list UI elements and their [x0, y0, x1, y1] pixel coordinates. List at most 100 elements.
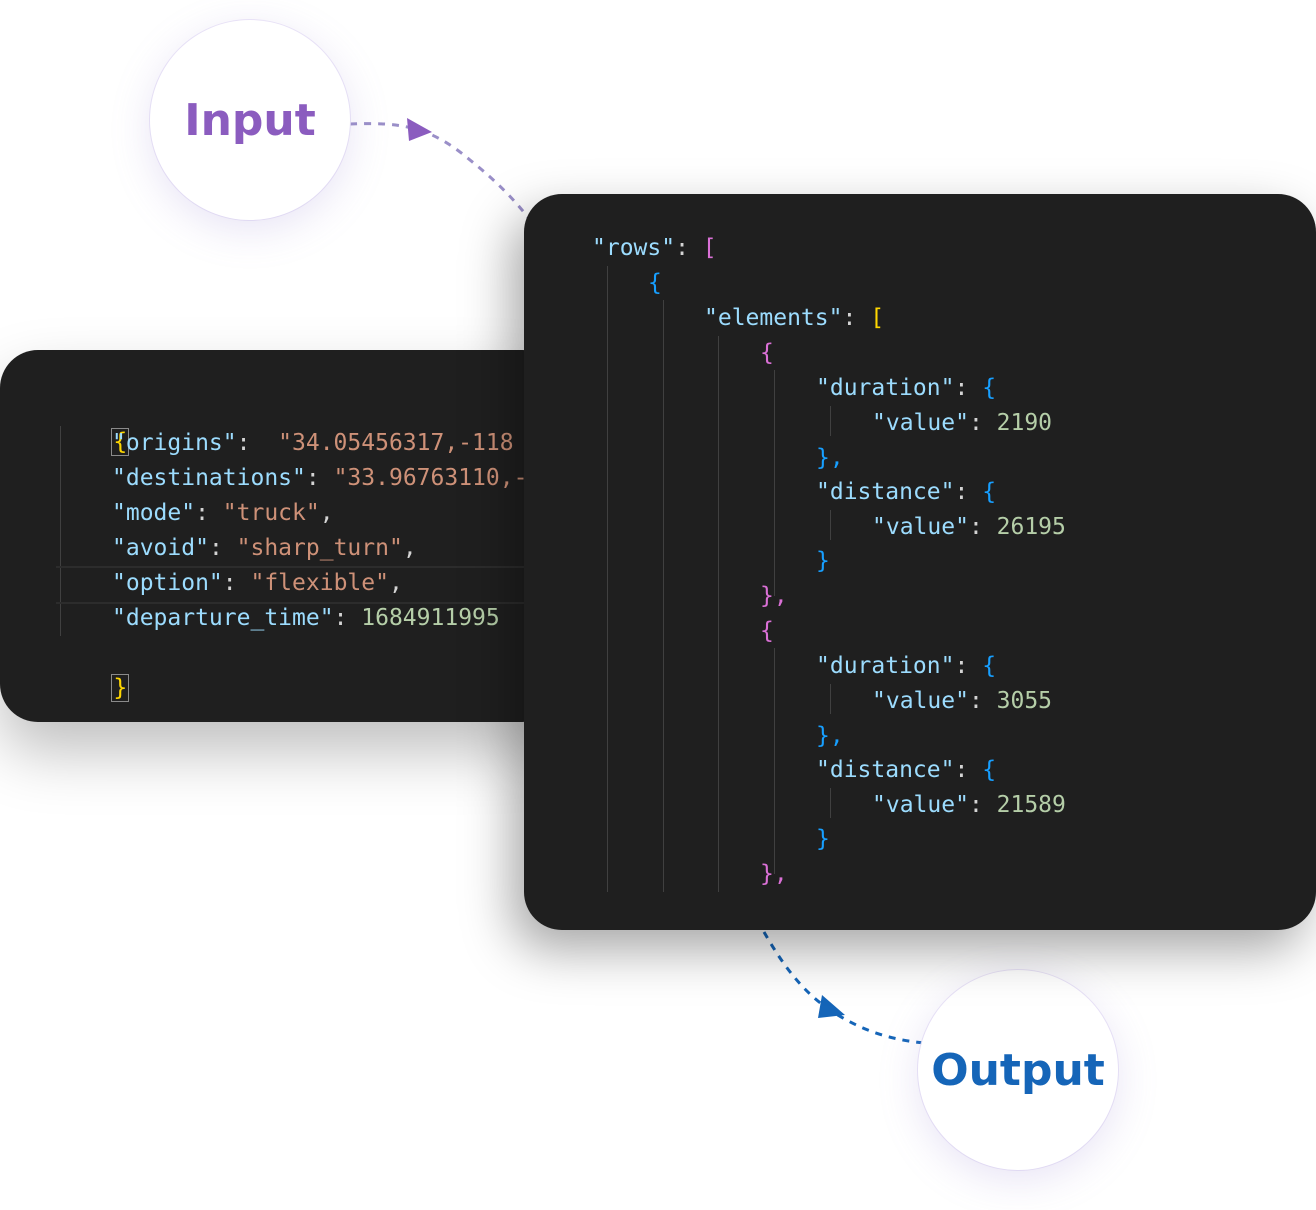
code-line: },: [760, 857, 788, 892]
output-json-panel: "rows": [ { "elements": [ { "duration": …: [524, 194, 1316, 930]
json-key: "origins": [112, 430, 237, 456]
open-brace: {: [760, 618, 774, 644]
code-line: },: [816, 719, 844, 754]
open-bracket: [: [702, 235, 717, 261]
json-value: "flexible": [250, 570, 389, 596]
code-line-distance: "distance": {: [816, 757, 997, 783]
open-brace: {: [760, 340, 774, 366]
json-key: "departure_time": [112, 605, 334, 631]
close-brace: }: [816, 826, 830, 852]
indent-guide: [830, 684, 831, 714]
json-key: "rows": [592, 235, 676, 261]
code-line-value: "value": 26195: [872, 514, 1066, 540]
code-line-destinations: "destinations": "33.96763110,-: [112, 461, 527, 496]
code-line: {: [648, 266, 662, 301]
input-json-panel: { "origins": "34.05456317,-118 "destinat…: [0, 350, 560, 722]
json-key: "option": [112, 570, 223, 596]
indent-guide: [830, 510, 831, 540]
close-brace: },: [760, 861, 788, 887]
json-value: 26195: [996, 514, 1066, 540]
close-brace: },: [816, 445, 844, 471]
json-key: "distance": [816, 757, 955, 783]
code-line: {: [56, 390, 130, 456]
code-line: }: [56, 636, 130, 702]
indent-guide: [718, 336, 719, 892]
trailing-comma: ,: [402, 535, 417, 561]
code-line-duration: "duration": {: [816, 375, 997, 401]
close-brace: },: [760, 583, 788, 609]
json-value: 2190: [996, 410, 1053, 436]
separator: :: [222, 570, 251, 596]
code-line-value: "value": 2190: [872, 410, 1053, 436]
json-key: "elements": [704, 305, 843, 331]
open-brace: {: [111, 428, 130, 456]
indent-guide: [774, 648, 775, 874]
json-value: "truck": [222, 500, 320, 526]
code-line-value: "value": 21589: [872, 792, 1066, 818]
close-brace: },: [816, 723, 844, 749]
json-value: "sharp_turn": [236, 535, 403, 561]
code-line-distance: "distance": {: [816, 479, 997, 505]
code-line: },: [760, 579, 788, 614]
json-key: "distance": [816, 479, 955, 505]
json-key: "mode": [112, 500, 196, 526]
output-arrow-path: [762, 931, 926, 1045]
json-value: 3055: [996, 688, 1053, 714]
json-key: "duration": [816, 375, 955, 401]
separator: :: [195, 500, 223, 526]
code-line: }: [816, 822, 830, 857]
input-arrowhead-icon: [407, 118, 432, 141]
json-key: "value": [872, 792, 969, 818]
code-line-option: "option": "flexible",: [112, 566, 403, 601]
output-label-bubble: Output: [918, 970, 1118, 1170]
json-value: 21589: [996, 792, 1066, 818]
separator: :: [305, 465, 334, 491]
code-line: }: [816, 544, 830, 579]
indent-guide: [830, 788, 831, 818]
current-line-highlight: [56, 566, 560, 604]
json-key: "avoid": [112, 535, 209, 561]
json-key: "value": [872, 410, 969, 436]
open-brace: {: [648, 270, 662, 296]
close-brace: }: [111, 674, 130, 702]
input-label-bubble: Input: [150, 20, 350, 220]
code-line: },: [816, 441, 844, 476]
open-brace: {: [982, 375, 997, 401]
output-arrowhead-icon: [818, 995, 845, 1018]
separator: :: [236, 430, 279, 456]
open-brace: {: [982, 757, 997, 783]
indent-guide: [607, 266, 608, 892]
json-key: "value": [872, 688, 969, 714]
code-line-avoid: "avoid": "sharp_turn",: [112, 531, 417, 566]
open-brace: {: [982, 479, 997, 505]
code-line: {: [760, 614, 774, 649]
indent-guide: [774, 370, 775, 596]
indent-guide: [663, 300, 664, 892]
indent-guide: [830, 406, 831, 436]
code-line-origins: "origins": "34.05456317,-118: [112, 426, 514, 461]
code-line-mode: "mode": "truck",: [112, 496, 334, 531]
json-value: 1684911995: [361, 605, 500, 631]
separator: :: [333, 605, 362, 631]
open-brace: {: [982, 653, 997, 679]
code-line-rows: "rows": [: [592, 235, 717, 261]
code-line-duration: "duration": {: [816, 653, 997, 679]
trailing-comma: ,: [388, 570, 403, 596]
json-value: "34.05456317,-118: [278, 430, 514, 456]
open-bracket: [: [870, 305, 885, 331]
json-value: "33.96763110,-: [333, 465, 528, 491]
trailing-comma: ,: [319, 500, 334, 526]
indent-guide: [60, 426, 61, 636]
json-key: "destinations": [112, 465, 306, 491]
input-label: Input: [184, 94, 316, 146]
code-line-value: "value": 3055: [872, 688, 1053, 714]
json-key: "duration": [816, 653, 955, 679]
separator: :: [208, 535, 237, 561]
json-key: "value": [872, 514, 969, 540]
output-label: Output: [931, 1044, 1105, 1096]
code-line: {: [760, 336, 774, 371]
close-brace: }: [816, 548, 830, 574]
code-line-departure-time: "departure_time": 1684911995: [112, 601, 500, 636]
input-arrow-path: [349, 122, 532, 221]
